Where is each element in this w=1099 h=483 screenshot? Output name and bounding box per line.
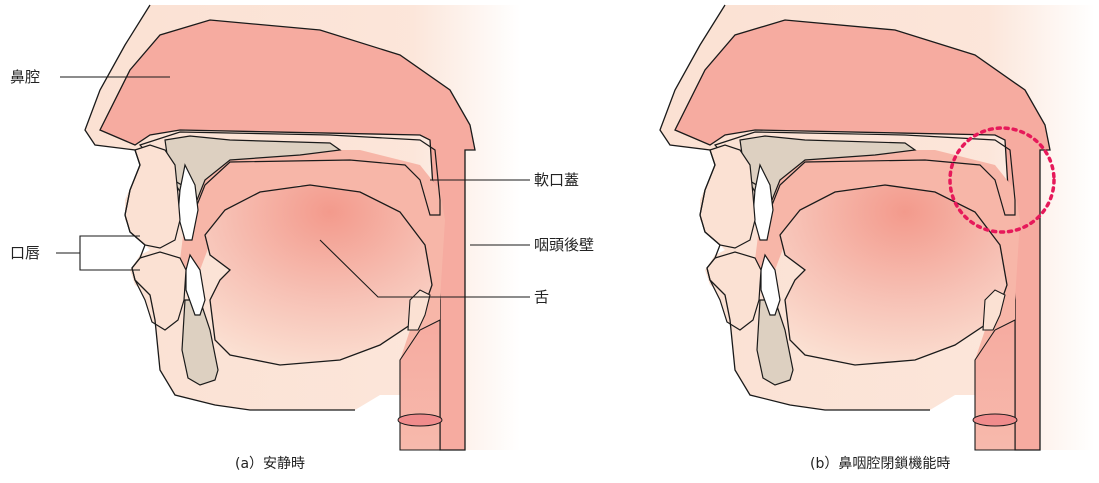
caption-a: (a）安静時: [235, 455, 305, 473]
caption-b: (b）鼻咽腔閉鎖機能時: [810, 455, 950, 473]
label-lips: 口唇: [10, 244, 40, 262]
panel-a-head: [85, 5, 520, 450]
leader-lips-bracket: [80, 236, 140, 270]
label-nasal-cavity: 鼻腔: [10, 68, 40, 86]
label-tongue: 舌: [534, 288, 549, 306]
panel-b-head: [660, 5, 1095, 450]
label-soft-palate: 軟口蓋: [534, 171, 579, 189]
label-pharyngeal-wall: 咽頭後壁: [534, 236, 594, 254]
